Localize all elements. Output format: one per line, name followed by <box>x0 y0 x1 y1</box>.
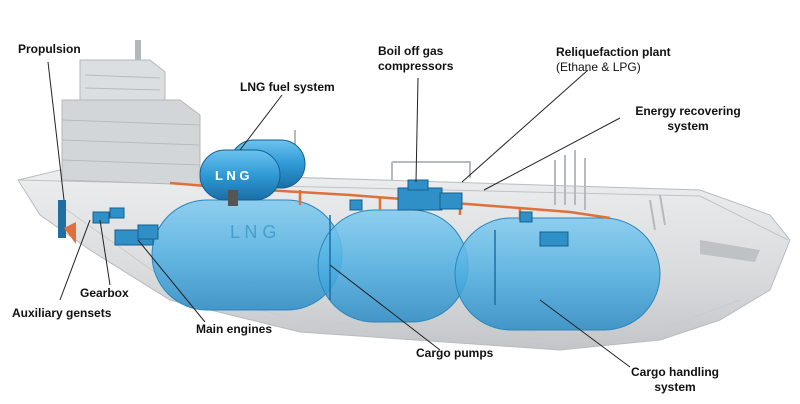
cargo-tanks: L N G <box>151 199 661 331</box>
propeller <box>58 200 76 244</box>
compressor <box>349 179 569 247</box>
cargo-tank-text: L N G <box>230 222 276 242</box>
label-gearbox: Gearbox <box>80 286 129 300</box>
label-auxiliary-gensets: Auxiliary gensets <box>12 306 112 320</box>
label-reliquefaction-plant: Reliquefaction plant (Ethane & LPG) <box>556 45 671 74</box>
cargo-tank-2 <box>317 209 469 323</box>
leader-lines <box>47 61 631 368</box>
label-lng-fuel-system: LNG fuel system <box>240 80 335 94</box>
label-cargo-handling-system: Cargo handling system <box>631 365 719 394</box>
label-cargo-pumps: Cargo pumps <box>416 346 494 360</box>
cargo-tank-1 <box>151 199 343 311</box>
genset <box>92 207 125 224</box>
lng-fuel-tank: L N G <box>199 139 306 206</box>
cargo-tank-3 <box>454 217 661 331</box>
fuel-tank-text: L N G <box>215 168 249 183</box>
superstructure <box>61 40 201 186</box>
label-energy-recovering-system: Energy recovering system <box>635 104 741 133</box>
label-main-engines: Main engines <box>196 322 273 336</box>
main-engine <box>114 224 159 246</box>
label-propulsion: Propulsion <box>18 42 81 56</box>
label-boil-off-gas-compressors: Boil off gas compressors <box>378 44 454 73</box>
